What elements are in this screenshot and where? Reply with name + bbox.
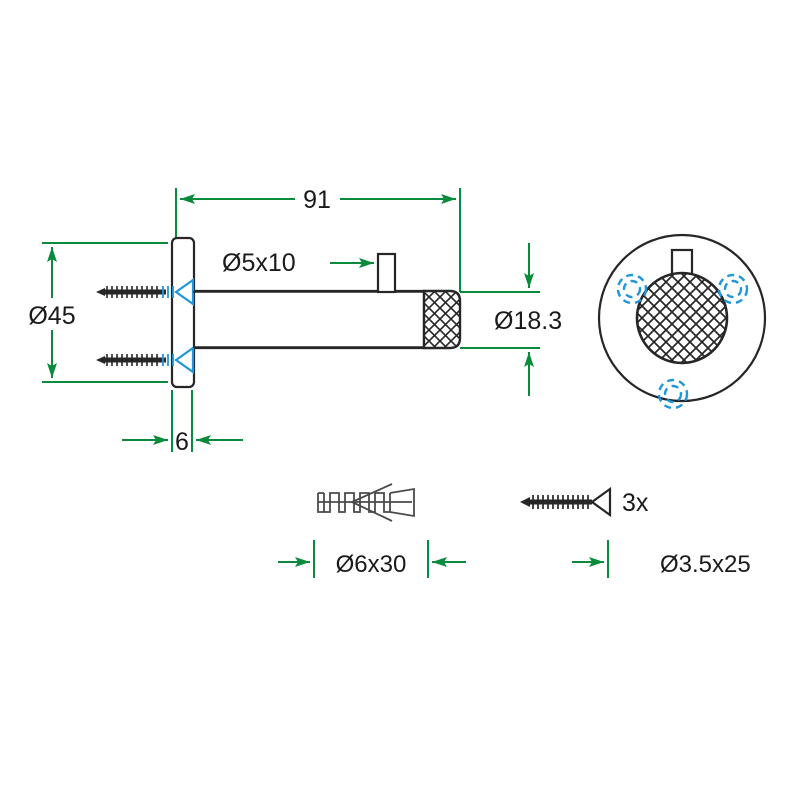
wall-flange-plate	[170, 236, 196, 389]
wall-anchor-assembly: Ø6x30	[278, 483, 466, 578]
mounting-screw-upper	[96, 277, 424, 307]
hole-ring-outer	[657, 378, 689, 410]
dimension-flange-thickness: 6	[122, 390, 243, 456]
knurl-outline	[422, 289, 462, 350]
screw-tip-icon	[96, 356, 105, 364]
screw-head-blue-threads	[162, 286, 174, 298]
dimension-label-pin: Ø5x10	[222, 249, 296, 277]
hole-ring-inner	[622, 279, 642, 299]
front-knurled-boss	[635, 271, 729, 365]
dimension-body-diameter: Ø18.3	[460, 243, 562, 396]
knurl-hatch-fill	[424, 291, 460, 348]
hole-ring-inner	[663, 384, 683, 404]
plug-split-lower	[351, 501, 393, 522]
screw-threads	[106, 354, 158, 366]
plug-split-upper	[351, 483, 393, 503]
quantity-label-screw: 3x	[622, 489, 649, 517]
screw-head-blue-threads	[162, 354, 174, 366]
dimension-pin-callout: Ø5x10	[222, 249, 374, 277]
screw-countersunk-head	[174, 345, 195, 375]
screw-threads	[532, 495, 589, 509]
screw-icon	[520, 486, 612, 518]
dimension-label-body-diameter: Ø18.3	[494, 307, 562, 335]
plug-ribs	[323, 492, 391, 513]
mounting-screw-lower	[96, 345, 424, 375]
dimension-flange-diameter: Ø45	[28, 242, 168, 383]
hole-ring-outer	[616, 273, 648, 305]
locking-pin	[376, 252, 397, 294]
front-boss-outline	[635, 271, 729, 365]
side-elevation-view: 91 Ø45 6 Ø18.3 Ø5x10	[28, 186, 562, 456]
wall-plug-icon	[317, 483, 415, 522]
hook-body-cylinder	[190, 289, 426, 350]
screw-hole-marker-bottom	[657, 378, 689, 410]
screw-threads	[106, 286, 158, 298]
hole-ring-outer	[717, 273, 749, 305]
dimension-label-flange-diameter: Ø45	[28, 302, 75, 330]
dimension-wood-screw: Ø3.5x25	[572, 540, 751, 578]
plug-tip	[389, 487, 415, 518]
knurled-end-cap	[422, 289, 462, 350]
front-knurl-hatch-fill	[637, 273, 727, 363]
plug-collar	[317, 492, 324, 513]
screw-tip-icon	[96, 288, 105, 296]
dimension-label-thickness: 6	[175, 428, 189, 456]
dimension-length-91: 91	[175, 186, 461, 292]
dimension-label-wall-anchor: Ø6x30	[336, 551, 407, 578]
dimension-wall-anchor: Ø6x30	[278, 540, 466, 578]
screw-countersunk-head	[590, 486, 612, 518]
hole-ring-inner	[723, 279, 743, 299]
wood-screw-assembly: 3x Ø3.5x25	[520, 486, 751, 578]
dimension-label-length: 91	[303, 186, 331, 214]
screw-hole-marker-upper-right	[717, 273, 749, 305]
dimension-label-wood-screw: Ø3.5x25	[660, 551, 751, 578]
front-elevation-view	[597, 233, 767, 410]
screw-hole-marker-upper-left	[616, 273, 648, 305]
screw-tip	[520, 497, 530, 507]
